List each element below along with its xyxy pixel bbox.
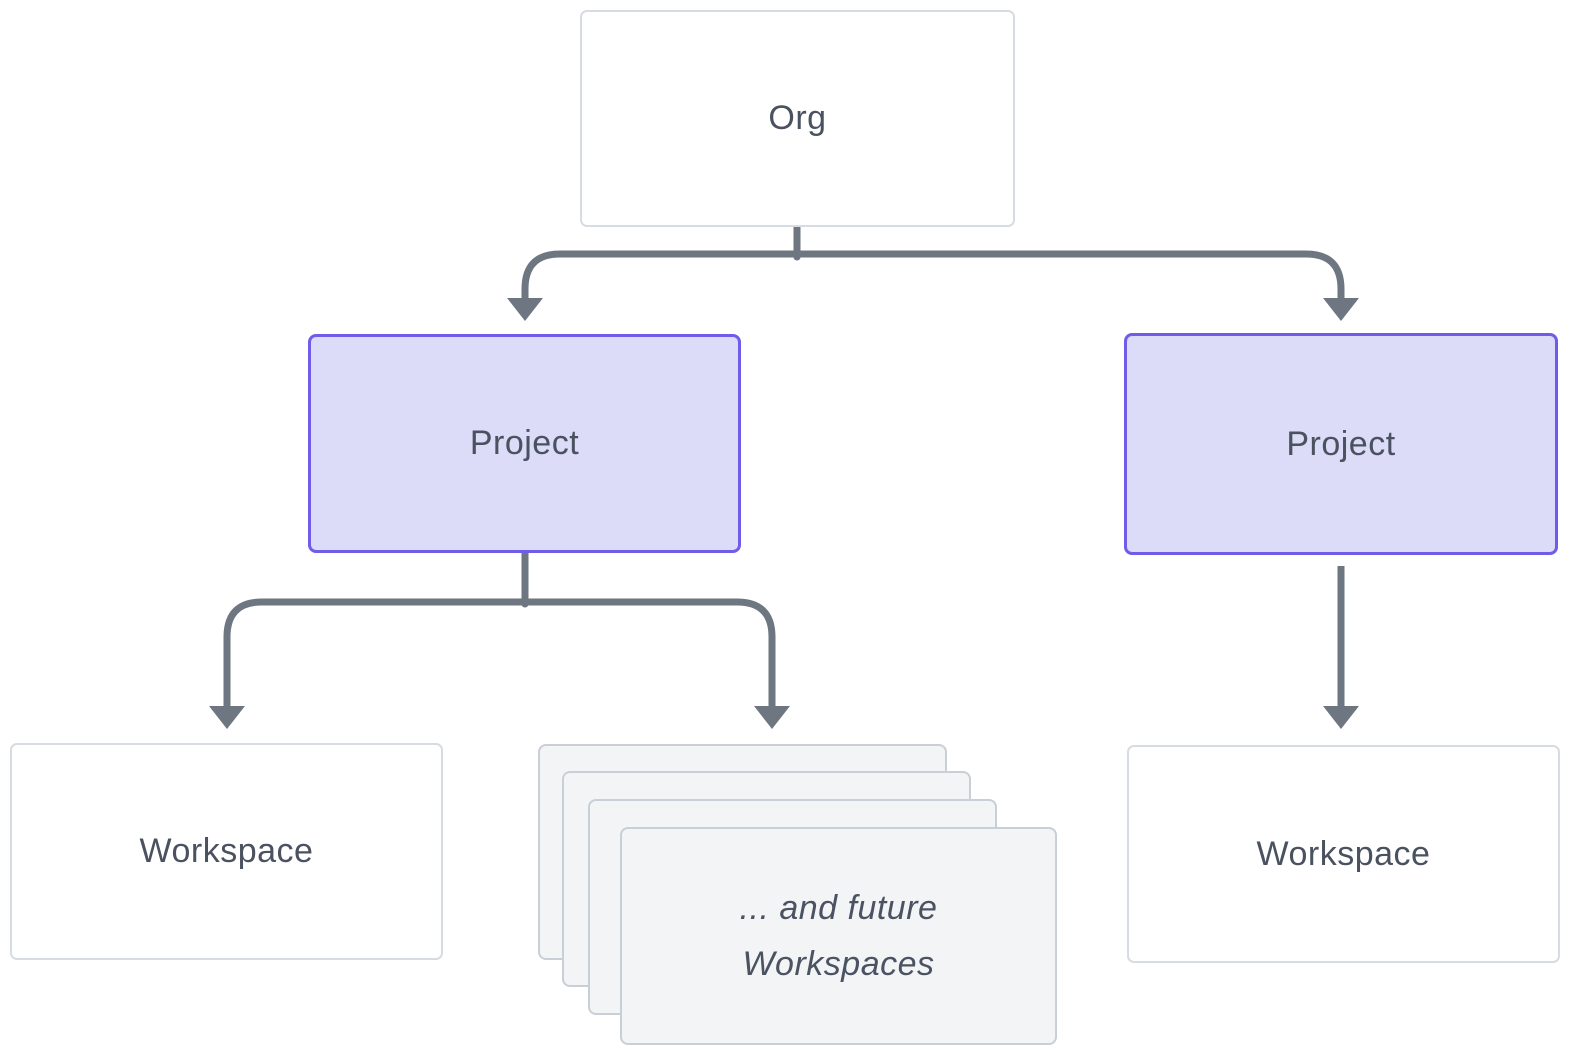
workspace-left-node-label: Workspace bbox=[139, 832, 314, 870]
workspace-left-node: Workspace bbox=[10, 743, 443, 960]
project-left-node-label: Project bbox=[469, 424, 580, 462]
edge-org-to-projects bbox=[521, 250, 1345, 300]
arrowhead-project-right-to-workspace bbox=[1323, 706, 1359, 729]
workspace-right-node: Workspace bbox=[1127, 745, 1560, 963]
org-node: Org bbox=[580, 10, 1015, 227]
arrowhead-project-left-to-workspace bbox=[209, 706, 245, 729]
arrowhead-project-left-to-future-workspaces bbox=[754, 706, 790, 729]
arrowhead-org-to-project-right bbox=[1323, 298, 1359, 321]
project-right-node-label: Project bbox=[1286, 424, 1396, 463]
project-left-node: Project bbox=[308, 334, 741, 553]
future-workspaces-card: ... and future Workspaces bbox=[620, 827, 1057, 1045]
project-right-node: Project bbox=[1124, 333, 1558, 555]
arrowhead-org-to-project-left bbox=[507, 298, 543, 321]
future-workspaces-line1: ... and future bbox=[739, 889, 938, 927]
future-workspaces-line2: Workspaces bbox=[742, 945, 935, 983]
workspace-right-node-label: Workspace bbox=[1256, 834, 1431, 873]
edge-project-left-to-children bbox=[223, 598, 776, 708]
org-node-label: Org bbox=[768, 99, 827, 137]
